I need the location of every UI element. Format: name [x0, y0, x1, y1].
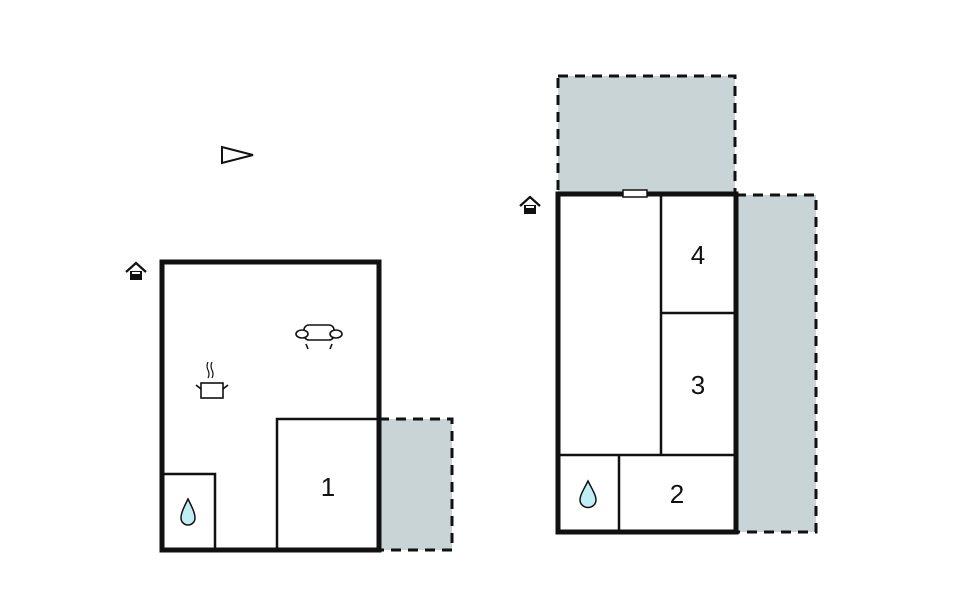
room-1-label: 1 [321, 472, 335, 502]
terrace-right-top [556, 74, 737, 196]
room-3-label: 3 [691, 370, 705, 400]
sofa-icon [295, 324, 343, 350]
terrace-right-side [734, 193, 818, 534]
terrace-left-building [377, 417, 454, 552]
house-entrance-icon [125, 261, 147, 280]
room-2-label: 2 [670, 479, 684, 509]
house-entrance-icon [519, 195, 541, 214]
north-arrow-icon [221, 145, 254, 165]
right-building-outer-wall [555, 191, 739, 535]
window [622, 189, 648, 198]
water-drop-icon [579, 479, 597, 509]
room-4-label: 4 [691, 240, 705, 270]
right-building: 4 3 2 [519, 189, 739, 535]
terraces [377, 74, 818, 552]
cooking-pot-icon [195, 361, 229, 399]
room-1 [275, 417, 381, 552]
left-building: 1 [125, 259, 382, 553]
water-drop-icon [180, 497, 196, 526]
